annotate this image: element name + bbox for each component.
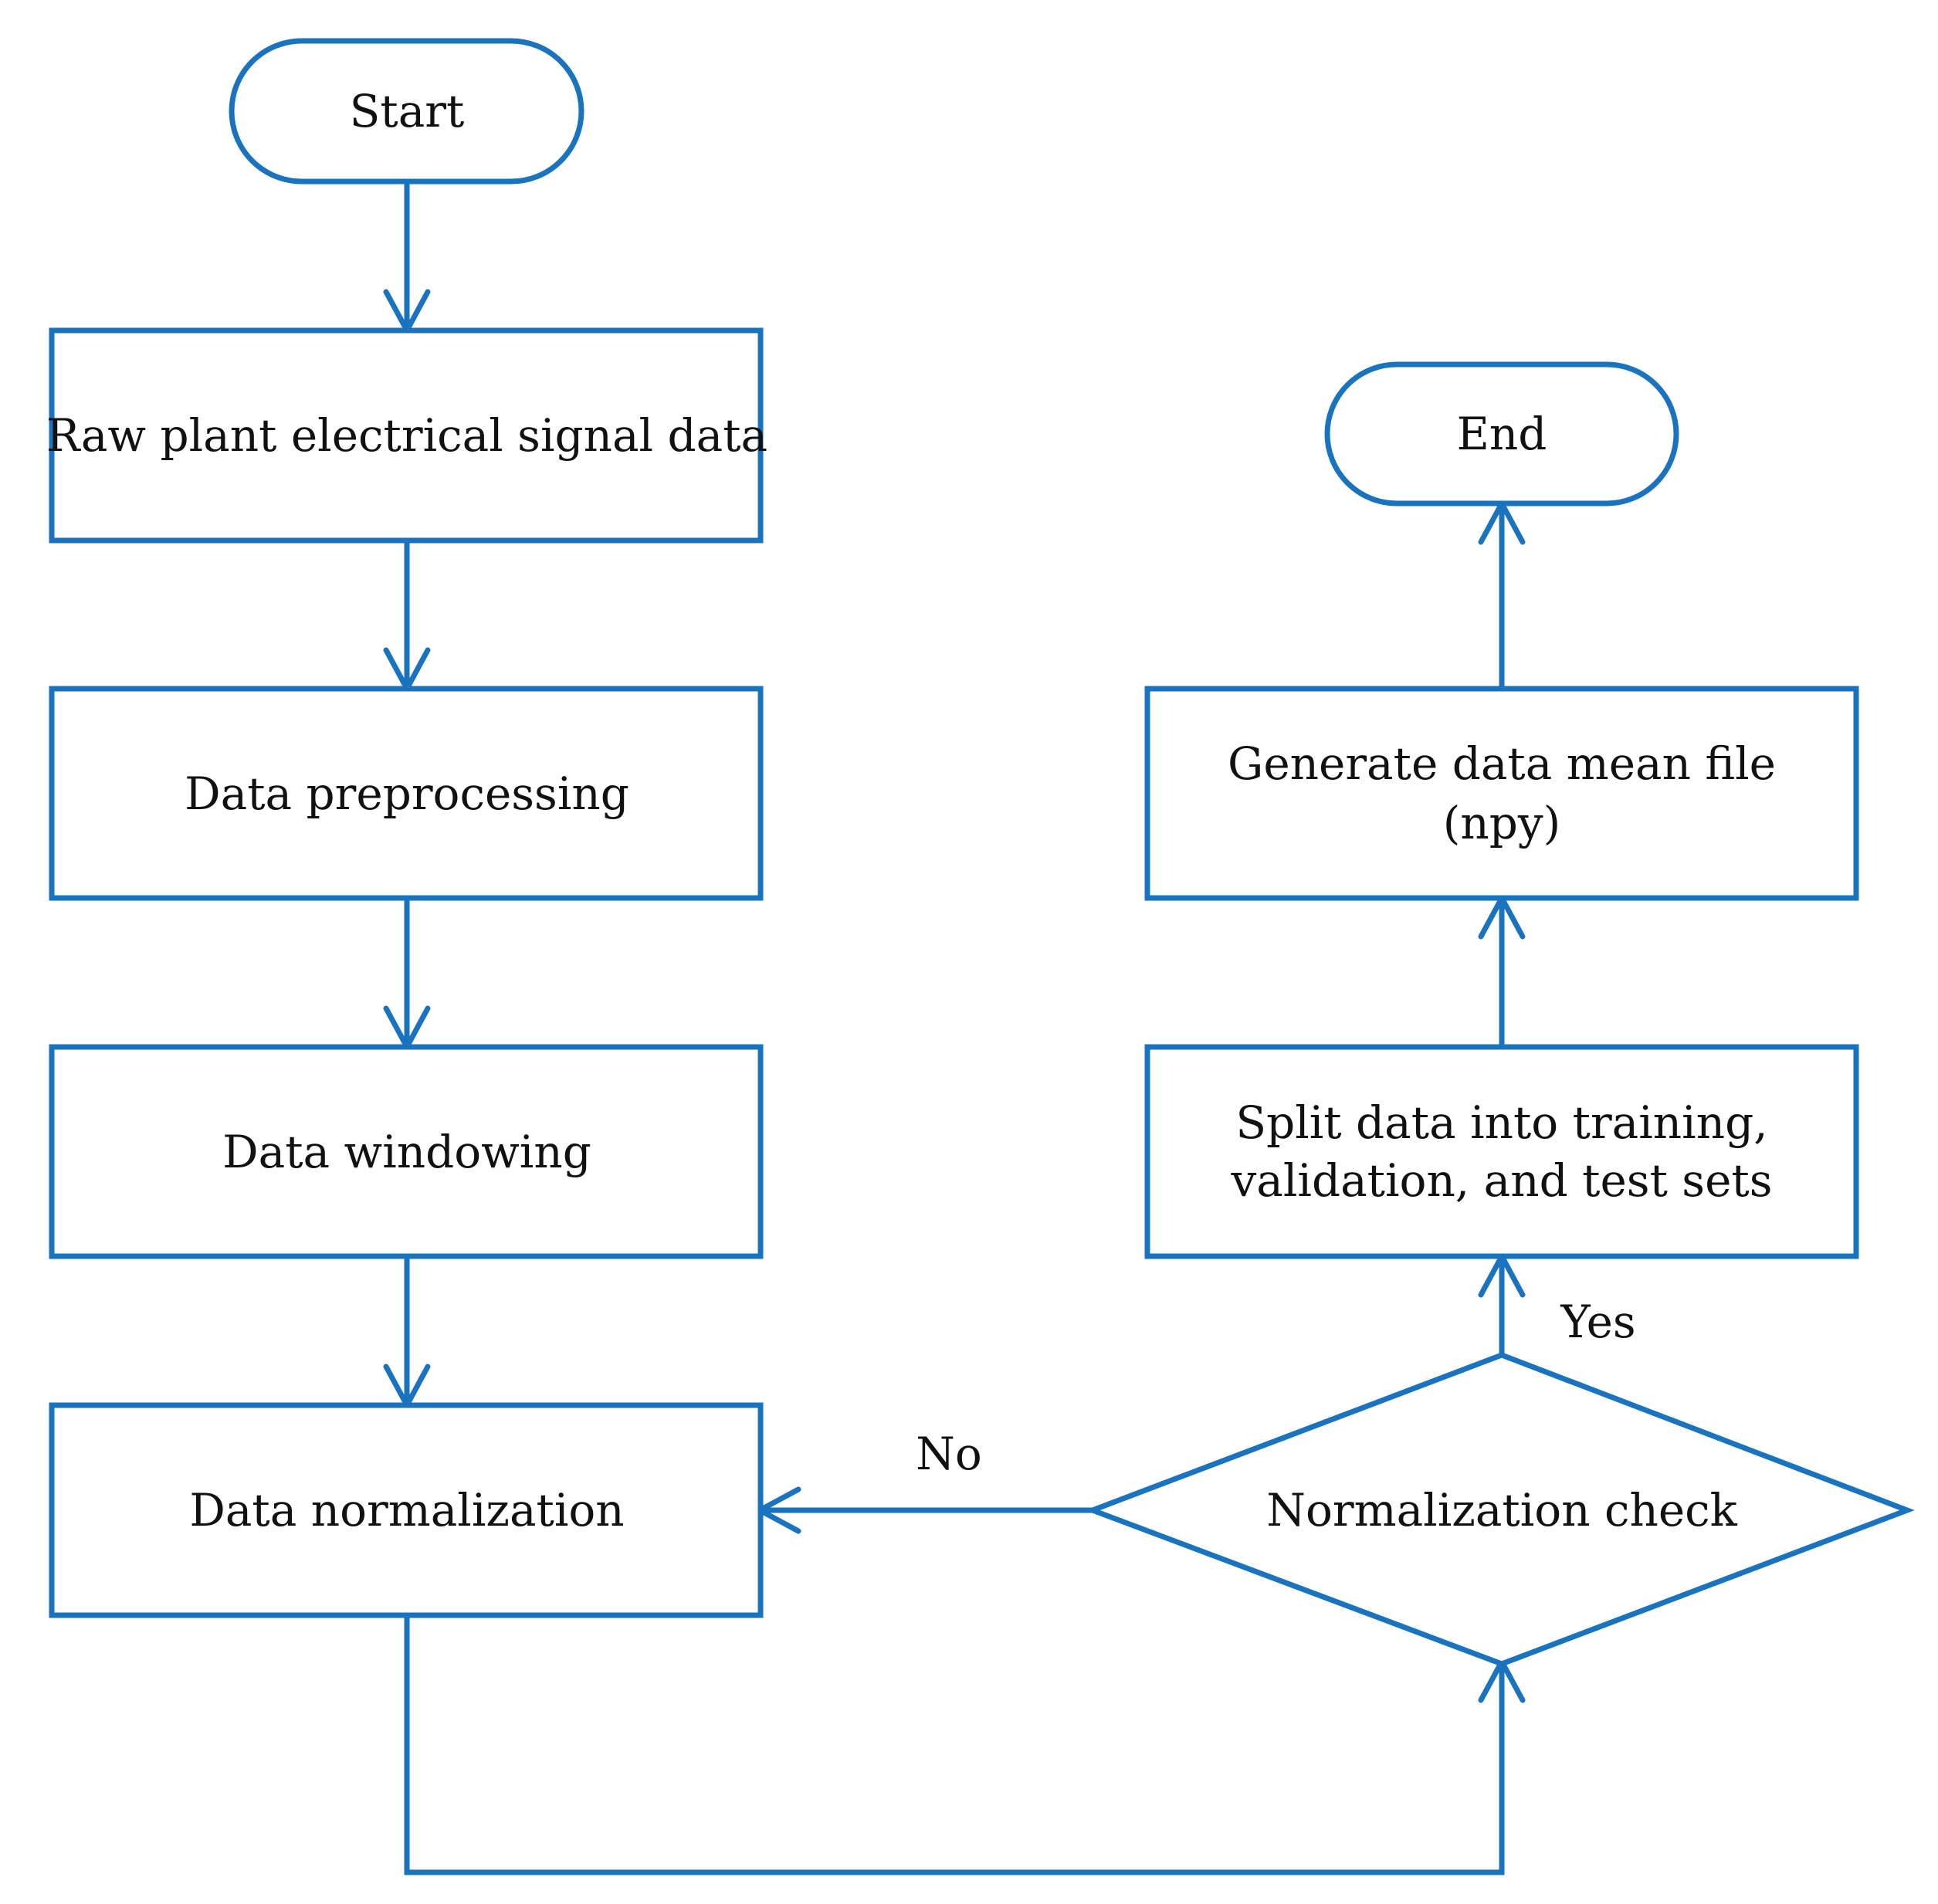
- node-start: Start: [229, 38, 584, 185]
- normalization-label: Data normalization: [189, 1484, 624, 1536]
- node-windowing: Data windowing: [49, 1044, 764, 1259]
- end-terminator-shape: [1324, 361, 1679, 506]
- node-split-data: Split data into training, validation, an…: [1144, 1044, 1859, 1259]
- node-normalization: Data normalization: [49, 1402, 764, 1618]
- split-data-label-line-1: Split data into training,: [1235, 1096, 1767, 1149]
- node-raw-data: Raw plant electrical signal data: [46, 327, 767, 544]
- normalization-check-diamond: [1085, 1352, 1915, 1667]
- node-end: End: [1324, 361, 1679, 506]
- edge-normalization-to-check: [404, 1615, 1505, 1875]
- start-label: Start: [350, 85, 465, 137]
- preprocessing-box: [49, 686, 764, 901]
- node-preprocessing: Data preprocessing: [49, 686, 764, 901]
- node-normalization-check: Normalization check: [1085, 1352, 1915, 1667]
- end-label: End: [1457, 408, 1547, 460]
- edge-label-no: No: [916, 1428, 982, 1480]
- mean-file-label-line-2: (npy): [1443, 797, 1561, 849]
- raw-data-box: [49, 327, 764, 544]
- start-terminator-shape: [229, 38, 584, 185]
- split-data-label-line-2: validation, and test sets: [1231, 1154, 1773, 1207]
- windowing-box: [49, 1044, 764, 1259]
- raw-data-label: Raw plant electrical signal data: [46, 409, 767, 462]
- edge-label-yes: Yes: [1560, 1296, 1635, 1348]
- windowing-label: Data windowing: [222, 1126, 591, 1178]
- split-data-box: [1144, 1044, 1859, 1259]
- preprocessing-label: Data preprocessing: [185, 767, 629, 820]
- mean-file-label-line-1: Generate data mean file: [1228, 737, 1776, 790]
- node-mean-file: Generate data mean file (npy): [1144, 686, 1859, 901]
- normalization-box: [49, 1402, 764, 1618]
- normalization-check-label: Normalization check: [1266, 1484, 1737, 1536]
- mean-file-box: [1144, 686, 1859, 901]
